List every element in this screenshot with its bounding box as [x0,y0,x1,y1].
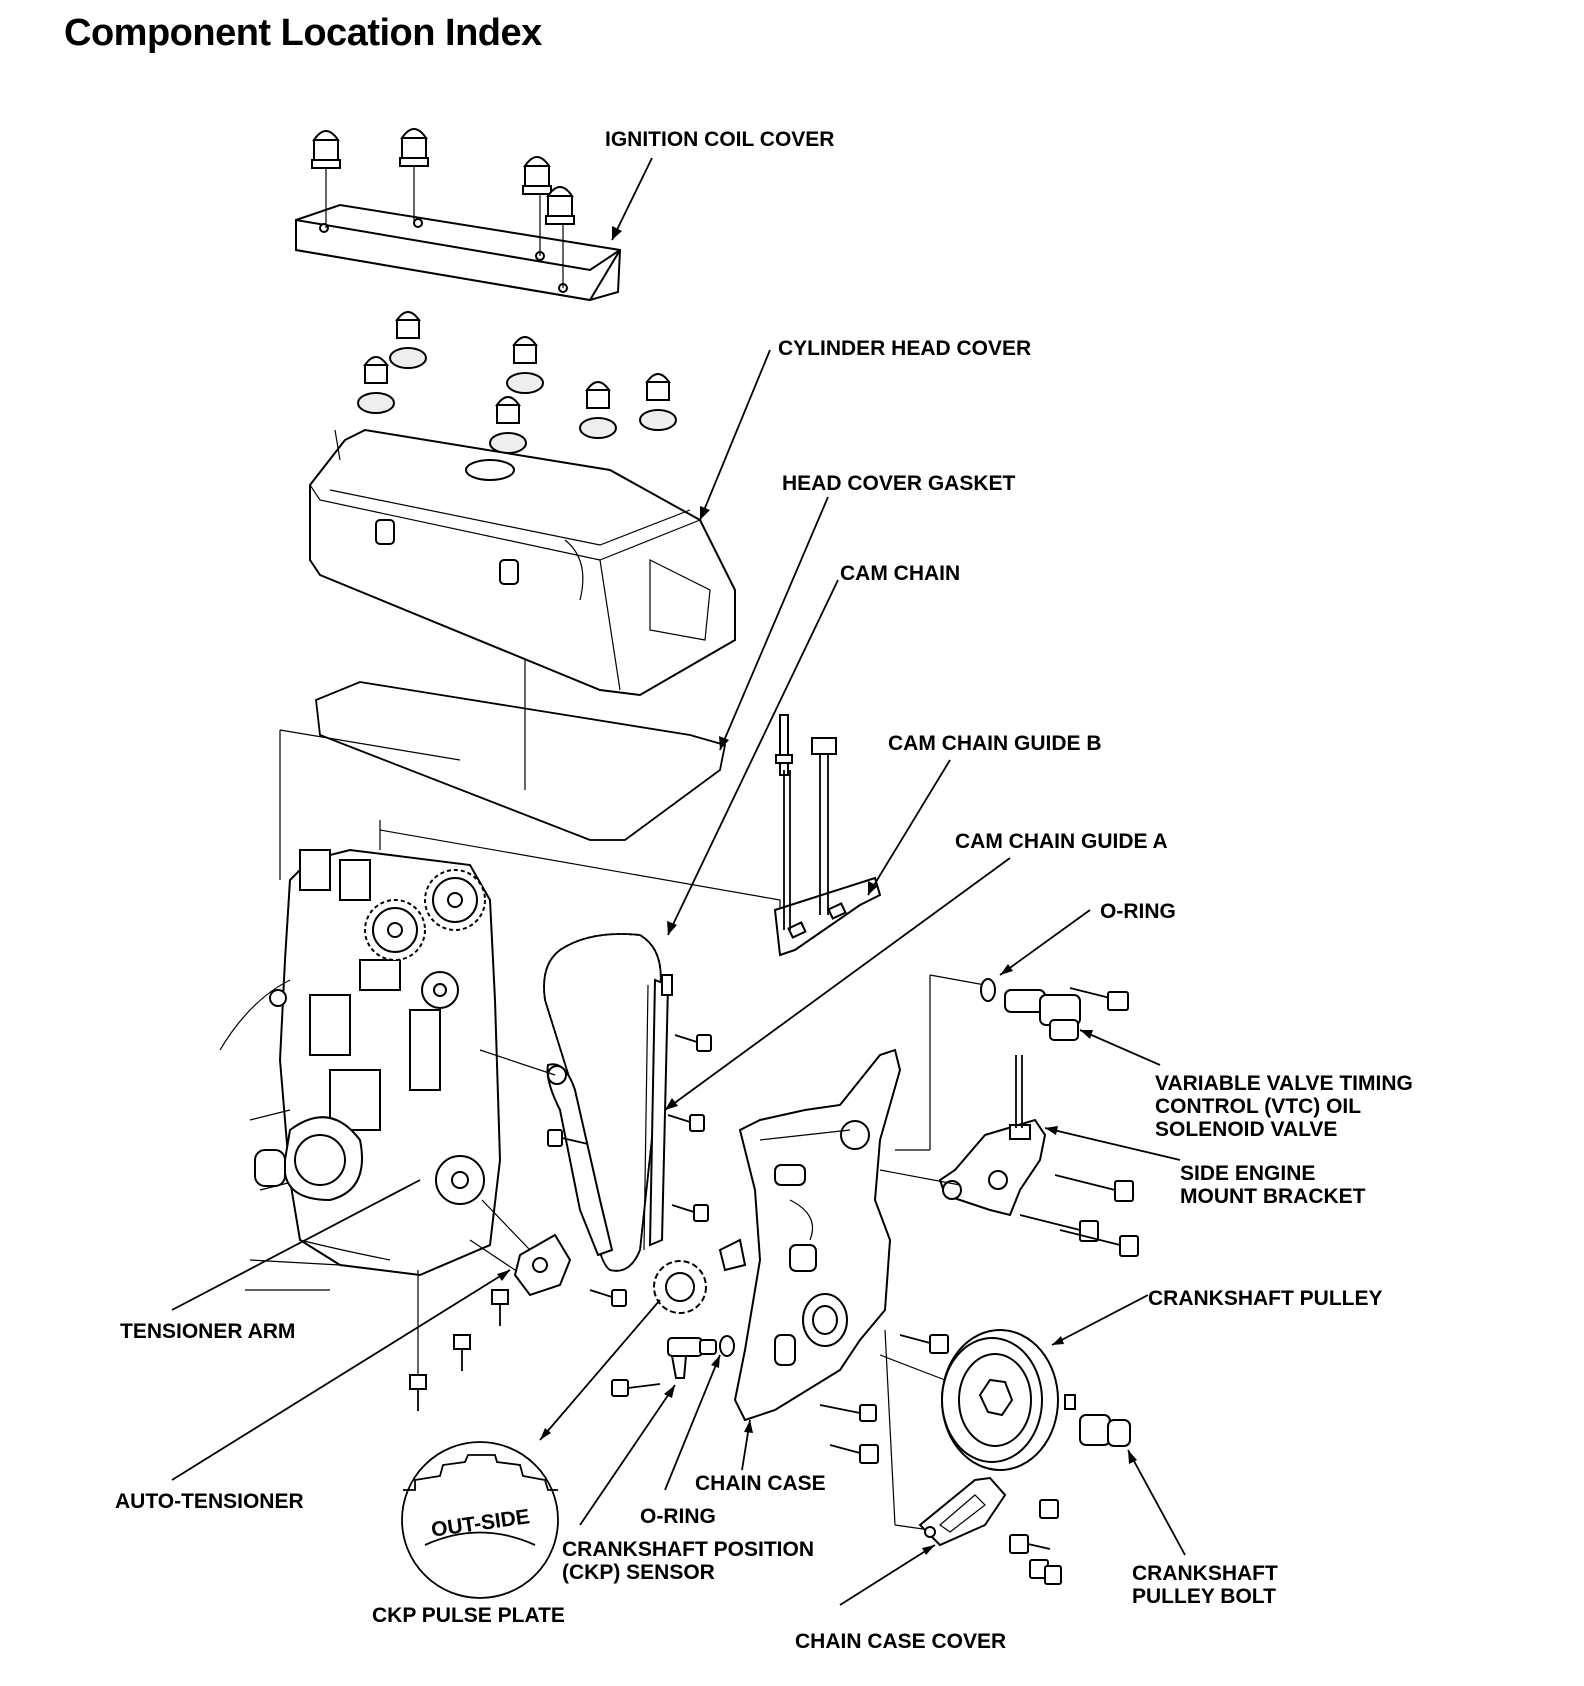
label-head-cover-gasket: HEAD COVER GASKET [782,472,1016,495]
auto-tensioner [513,1233,572,1297]
cover-bolts [1009,1499,1063,1585]
label-auto-tensioner: AUTO-TENSIONER [115,1490,304,1513]
label-vtc-line1: VARIABLE VALVE TIMING [1155,1072,1413,1095]
o-ring-bottom-part [719,1335,735,1357]
label-chain-case-cover: CHAIN CASE COVER [795,1630,1006,1653]
ckp-pulse-plate-small [653,1260,707,1314]
side-engine-mount-bracket [938,1055,1047,1217]
cover-nuts [311,128,575,225]
vtc-bolt [1069,987,1129,1011]
label-ckp-sensor-line2: (CKP) SENSOR [562,1561,715,1584]
cylinder-head-cover [309,428,736,697]
label-crankshaft-pulley: CRANKSHAFT PULLEY [1148,1287,1383,1310]
tensioner-arm [546,1063,614,1257]
label-pulley-bolt-line1: CRANKSHAFT [1132,1562,1278,1585]
cam-chain-guide-a [648,974,673,1247]
chain-case-bolts [819,1334,949,1464]
label-side-mount-line1: SIDE ENGINE [1180,1162,1315,1185]
ckp-sensor [667,1337,717,1379]
label-vtc-line2: CONTROL (VTC) OIL [1155,1095,1361,1118]
head-cover-gasket [315,681,727,841]
cam-sprockets [364,869,486,1205]
crankshaft-pulley-bolt [1079,1414,1131,1447]
label-o-ring-top: O-RING [1100,900,1176,923]
label-vtc-line3: SOLENOID VALVE [1155,1118,1337,1141]
label-cam-chain: CAM CHAIN [840,562,960,585]
page-title: Component Location Index [64,12,542,54]
chain-bolts [409,1034,712,1411]
vtc-solenoid-valve [1004,989,1081,1041]
label-cam-chain-guide-a: CAM CHAIN GUIDE A [955,830,1168,853]
ckp-bolt [611,1379,661,1397]
label-cam-chain-guide-b: CAM CHAIN GUIDE B [888,732,1102,755]
chain-case-seal [718,1238,747,1272]
ckp-pulse-plate-detail: OUT-SIDE [401,1441,559,1599]
label-side-mount-line2: MOUNT BRACKET [1180,1185,1366,1208]
chain-case-cover [918,1476,1007,1547]
leader-lines [171,157,1186,1606]
pulse-plate-mark: OUT-SIDE [430,1505,531,1542]
mount-bolts [1019,1174,1139,1257]
crankshaft-pulley [941,1329,1076,1471]
head-cover-nuts [357,311,677,454]
label-ckp-sensor-line1: CRANKSHAFT POSITION [562,1538,814,1561]
label-ckp-pulse-plate: CKP PULSE PLATE [372,1604,565,1627]
label-pulley-bolt-line2: PULLEY BOLT [1132,1585,1276,1608]
ignition-coil-cover [295,203,622,302]
part-labels: IGNITION COIL COVER CYLINDER HEAD COVER … [115,128,1413,1653]
label-tensioner-arm: TENSIONER ARM [120,1320,295,1343]
label-cylinder-head-cover: CYLINDER HEAD COVER [778,337,1031,360]
cam-chain-guide-b [773,876,882,957]
guide-b-bolts [775,714,837,930]
label-chain-case: CHAIN CASE [695,1472,826,1495]
o-ring-top-part [980,978,996,1002]
label-o-ring-bottom: O-RING [640,1505,716,1528]
chain-case [733,1048,902,1422]
label-ignition-coil-cover: IGNITION COIL COVER [605,128,834,151]
